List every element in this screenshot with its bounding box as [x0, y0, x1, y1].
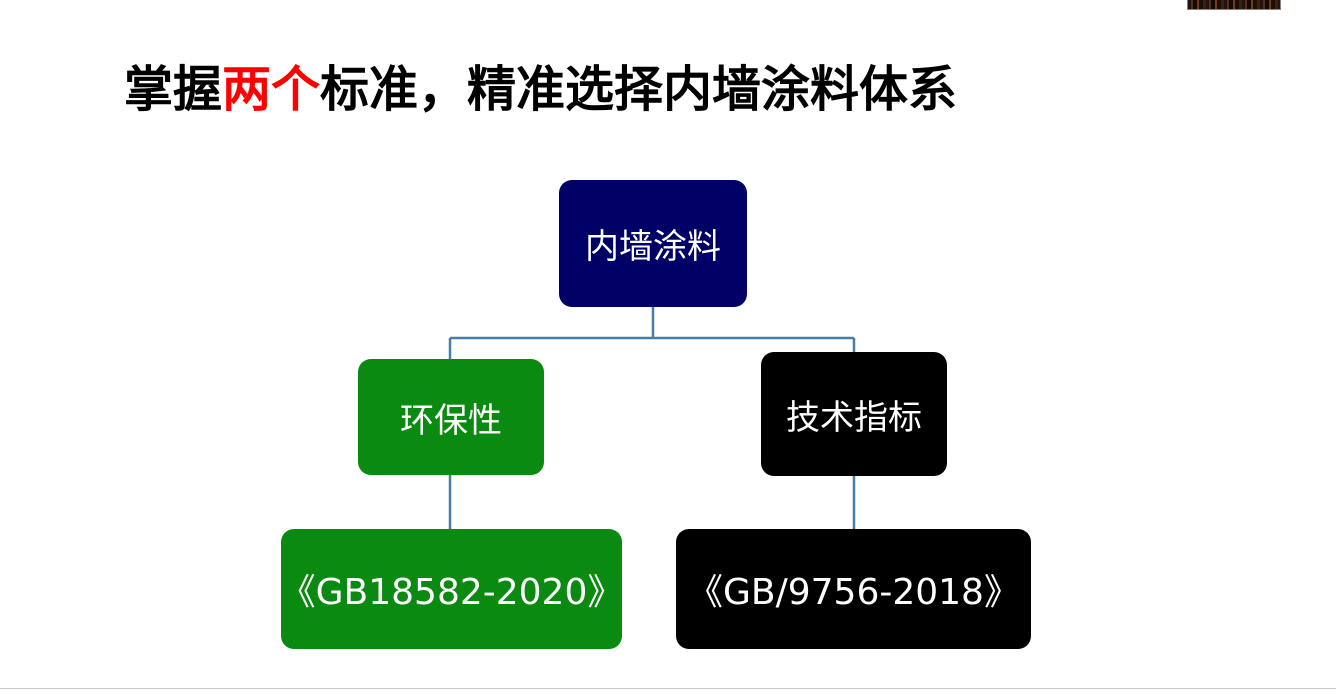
diagram-node-tech[interactable]: 技术指标 [761, 352, 947, 476]
page-title-prefix: 掌握 [124, 60, 223, 118]
page-title-suffix: 标准，精准选择内墙涂料体系 [320, 60, 958, 118]
diagram-node-root-label: 内墙涂料 [585, 227, 721, 267]
diagram-node-standard-tech-label: 《GB/9756-2018》 [687, 572, 1020, 613]
diagram-node-eco[interactable]: 环保性 [358, 359, 544, 475]
clipped-photo-strip-icon [1187, 0, 1281, 10]
diagram-node-standard-eco-label: 《GB18582-2020》 [279, 572, 624, 613]
page-title: 掌握两个标准，精准选择内墙涂料体系 [124, 60, 1224, 118]
diagram-node-root[interactable]: 内墙涂料 [559, 180, 747, 307]
diagram-node-eco-label: 环保性 [400, 400, 502, 441]
diagram-node-tech-label: 技术指标 [786, 397, 922, 438]
footer-divider [0, 688, 1336, 689]
diagram-node-standard-eco[interactable]: 《GB18582-2020》 [279, 529, 624, 649]
page-title-accent: 两个 [222, 60, 321, 118]
diagram-node-standard-tech[interactable]: 《GB/9756-2018》 [676, 529, 1031, 649]
